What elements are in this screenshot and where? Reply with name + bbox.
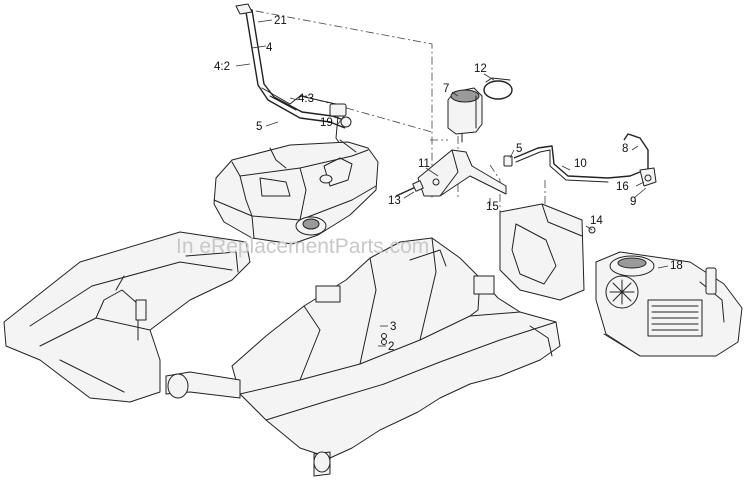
callout-5-fitting: 5 (516, 143, 522, 155)
filter-bracket (417, 149, 507, 197)
callout-2: 2 (388, 341, 394, 353)
callout-5-hose: 5 (256, 121, 262, 133)
callout-13: 13 (388, 195, 401, 207)
callout-7: 7 (443, 83, 449, 95)
hose-clamp (483, 77, 513, 100)
callout-14: 14 (590, 215, 603, 227)
callout-18: 18 (670, 260, 683, 272)
callout-3: 3 (390, 321, 396, 333)
callout-10: 10 (574, 158, 587, 170)
callouts: 21 4 4:2 4:3 5 19 12 7 5 11 10 8 13 15 1… (214, 15, 683, 353)
hose-fitting-5 (503, 155, 513, 167)
fuel-filter (447, 87, 483, 143)
left-frame (3, 231, 251, 403)
callout-4-3: 4:3 (298, 93, 314, 105)
callout-4: 4 (266, 42, 273, 54)
fuel-line (513, 145, 641, 183)
watermark: In eReplacementParts.com (176, 235, 429, 258)
callout-8: 8 (622, 143, 628, 155)
fuel-tank (213, 139, 379, 245)
front-rollers (165, 371, 331, 477)
bolt (395, 180, 424, 197)
rear-panel (499, 203, 596, 301)
engine (595, 251, 743, 357)
callout-19: 19 (320, 117, 333, 129)
leader-lines (235, 19, 669, 347)
callout-12: 12 (474, 63, 487, 75)
callout-21: 21 (274, 15, 287, 27)
hose-clip (623, 133, 657, 187)
filler-neck-hose (235, 3, 352, 129)
callout-15: 15 (486, 201, 499, 213)
callout-9: 9 (630, 196, 636, 208)
callout-16: 16 (616, 181, 629, 193)
callout-11: 11 (418, 158, 430, 170)
callout-4-2: 4:2 (214, 61, 230, 73)
